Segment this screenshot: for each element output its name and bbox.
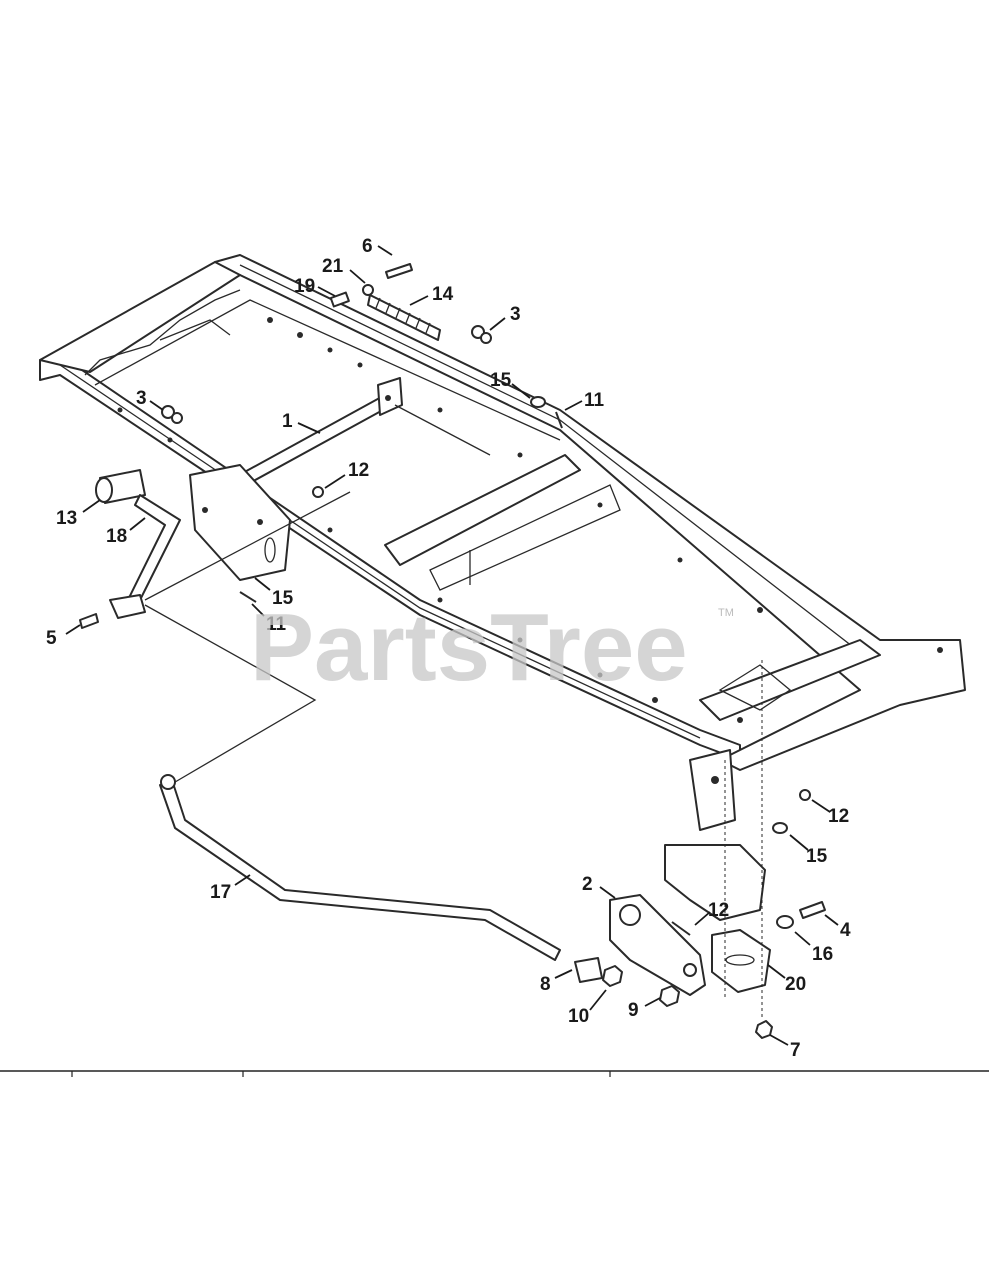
callout-20: 20 — [785, 974, 806, 995]
part-12-clip-right — [799, 789, 811, 801]
part-7-bolt — [755, 1020, 773, 1039]
part-8-bushing — [574, 957, 603, 983]
part-20-bracket — [711, 929, 771, 993]
callout-16: 16 — [812, 944, 833, 965]
callout-15-upper: 15 — [490, 370, 512, 391]
part-6-bolt — [385, 263, 413, 279]
trademark-symbol: TM — [718, 607, 734, 619]
callout-11-upper: 11 — [584, 390, 605, 411]
part-12-clip-upper — [312, 486, 324, 498]
part-1-rod — [229, 377, 403, 491]
part-11-pin-upper — [555, 411, 563, 429]
part-5-bolt — [79, 613, 99, 629]
part-14-spring — [367, 294, 441, 341]
part-3-nut-upper — [471, 325, 492, 344]
callout-2: 2 — [582, 874, 593, 895]
callout-15-mid: 15 — [272, 588, 294, 609]
callout-19: 19 — [294, 276, 315, 297]
part-9-nut — [659, 985, 680, 1007]
callout-21: 21 — [322, 256, 344, 277]
mower-frame — [39, 254, 966, 831]
callout-12-lower: 12 — [708, 900, 729, 921]
callout-labels: 6 21 19 14 3 3 15 11 1 12 13 18 5 15 11 … — [46, 236, 851, 1061]
part-19-pin — [329, 291, 350, 308]
callout-12-right: 12 — [828, 806, 849, 827]
part-16-washer — [776, 915, 794, 929]
part-13-handle — [95, 469, 146, 504]
bottom-rule — [0, 1070, 989, 1077]
callout-10: 10 — [568, 1006, 589, 1027]
callout-8: 8 — [540, 974, 551, 995]
part-21-washer — [362, 284, 374, 296]
part-11-pin-lower — [239, 591, 257, 603]
callout-15-lower: 15 — [806, 846, 828, 867]
callout-1: 1 — [282, 411, 293, 432]
callout-12-upper: 12 — [348, 460, 369, 481]
part-12-clip-lower — [671, 921, 691, 936]
part-17-rod — [159, 774, 561, 961]
part-3-nut-lower — [161, 405, 183, 424]
callout-4: 4 — [840, 920, 851, 941]
callout-13: 13 — [56, 508, 77, 529]
callout-5: 5 — [46, 628, 57, 649]
callout-3-lower: 3 — [136, 388, 147, 409]
callout-18: 18 — [106, 526, 127, 547]
callout-17: 17 — [210, 882, 231, 903]
leader-lines — [65, 245, 839, 1046]
callout-6: 6 — [362, 236, 373, 257]
part-4-bolt — [799, 901, 826, 919]
callout-3-upper: 3 — [510, 304, 521, 325]
part-15-washer-lower — [772, 822, 788, 834]
part-18-lever — [121, 494, 181, 613]
callout-14: 14 — [432, 284, 454, 305]
callout-9: 9 — [628, 1000, 639, 1021]
callout-7: 7 — [790, 1040, 801, 1061]
part-2-bracket — [609, 894, 706, 996]
part-10-nut — [602, 965, 623, 987]
part-15-washer-upper — [530, 396, 546, 408]
partstree-watermark: PartsTree — [250, 594, 688, 701]
callout-11-lower: 11 — [266, 614, 287, 635]
pivot-plate — [189, 464, 291, 581]
